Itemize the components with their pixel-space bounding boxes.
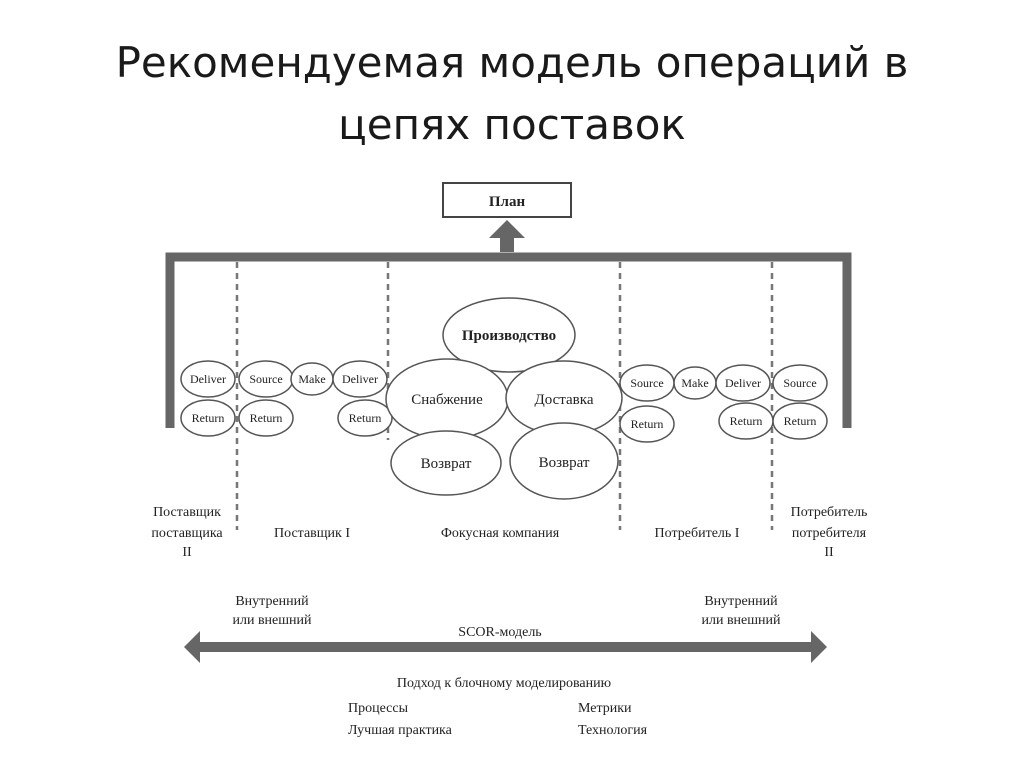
- focus-return-left-node: [390, 430, 502, 496]
- supplier-return-source-node: [238, 399, 294, 437]
- customer-deliver-label: Deliver: [725, 376, 761, 390]
- coc-return-node: [772, 402, 828, 440]
- scor-arrow-right-head: [811, 631, 827, 663]
- tier-5-label-line-1: Потребитель: [791, 505, 868, 520]
- processes-label: Процессы: [348, 701, 409, 716]
- coc-return-label: Return: [784, 414, 817, 428]
- tier-1-label-line-2: поставщика: [151, 526, 223, 541]
- sos-return-node: [180, 399, 236, 437]
- supplier-return-source-label: Return: [250, 411, 283, 425]
- approach-label: Подход к блочному моделированию: [397, 676, 611, 691]
- customer-source-label: Source: [630, 376, 663, 390]
- slide-title-line-2: цепях поставок: [338, 100, 686, 149]
- tier-1-label-line-3: II: [182, 545, 192, 560]
- supplier-deliver-node: [332, 360, 388, 398]
- plan-label: План: [489, 194, 526, 210]
- technology-label: Технология: [578, 723, 648, 738]
- focus-return-right-node: [509, 422, 619, 500]
- customer-return-source-node: [619, 405, 675, 443]
- focus-production-node: [442, 297, 576, 373]
- supplier-source-label: Source: [249, 372, 282, 386]
- tier-5-label-line-2: потребителя: [792, 526, 867, 541]
- scor-arrow-left-head: [184, 631, 200, 663]
- supplier-return-deliver-node: [337, 399, 393, 437]
- customer-make-label: Make: [681, 376, 708, 390]
- tier-1-label-line-1: Поставщик: [153, 505, 221, 520]
- scope-right-line-2: или внешний: [701, 613, 781, 628]
- sos-return-label: Return: [192, 411, 225, 425]
- supplier-return-deliver-label: Return: [349, 411, 382, 425]
- scor-arrow: [184, 631, 827, 663]
- metrics-label: Метрики: [578, 701, 632, 716]
- tier-4-label: Потребитель I: [655, 526, 740, 541]
- scope-left-line-2: или внешний: [232, 613, 312, 628]
- scor-arrow-shaft: [196, 642, 814, 652]
- focus-return-left-label: Возврат: [421, 456, 472, 472]
- focus-production-label: Производство: [462, 328, 556, 344]
- customer-return-deliver-label: Return: [730, 414, 763, 428]
- sos-deliver-label: Deliver: [190, 372, 226, 386]
- plan-arrow: [489, 220, 525, 252]
- scope-left-line-1: Внутренний: [235, 594, 309, 609]
- scor-label: SCOR-модель: [458, 625, 541, 640]
- tier-2-label: Поставщик I: [274, 526, 350, 541]
- customer-return-source-label: Return: [631, 417, 664, 431]
- supplier-deliver-label: Deliver: [342, 372, 378, 386]
- coc-source-label: Source: [783, 376, 816, 390]
- sos-deliver-node: [180, 360, 236, 398]
- tier-5-label-line-3: II: [824, 545, 834, 560]
- slide-title-line-1: Рекомендуемая модель операций в: [115, 38, 909, 87]
- plan-box: [442, 182, 572, 218]
- customer-deliver-node: [715, 364, 771, 402]
- focus-supply-label: Снабжение: [411, 392, 483, 408]
- supplier-make-label: Make: [298, 372, 325, 386]
- plan-bracket: [165, 252, 852, 428]
- coc-source-node: [772, 364, 828, 402]
- focus-return-right-label: Возврат: [539, 455, 590, 471]
- slide-title: Рекомендуемая модель операций в цепях по…: [0, 32, 1024, 156]
- scope-right-line-1: Внутренний: [704, 594, 778, 609]
- tier-3-label: Фокусная компания: [441, 526, 560, 541]
- focus-delivery-label: Доставка: [535, 392, 594, 408]
- best-practice-label: Лучшая практика: [348, 723, 453, 738]
